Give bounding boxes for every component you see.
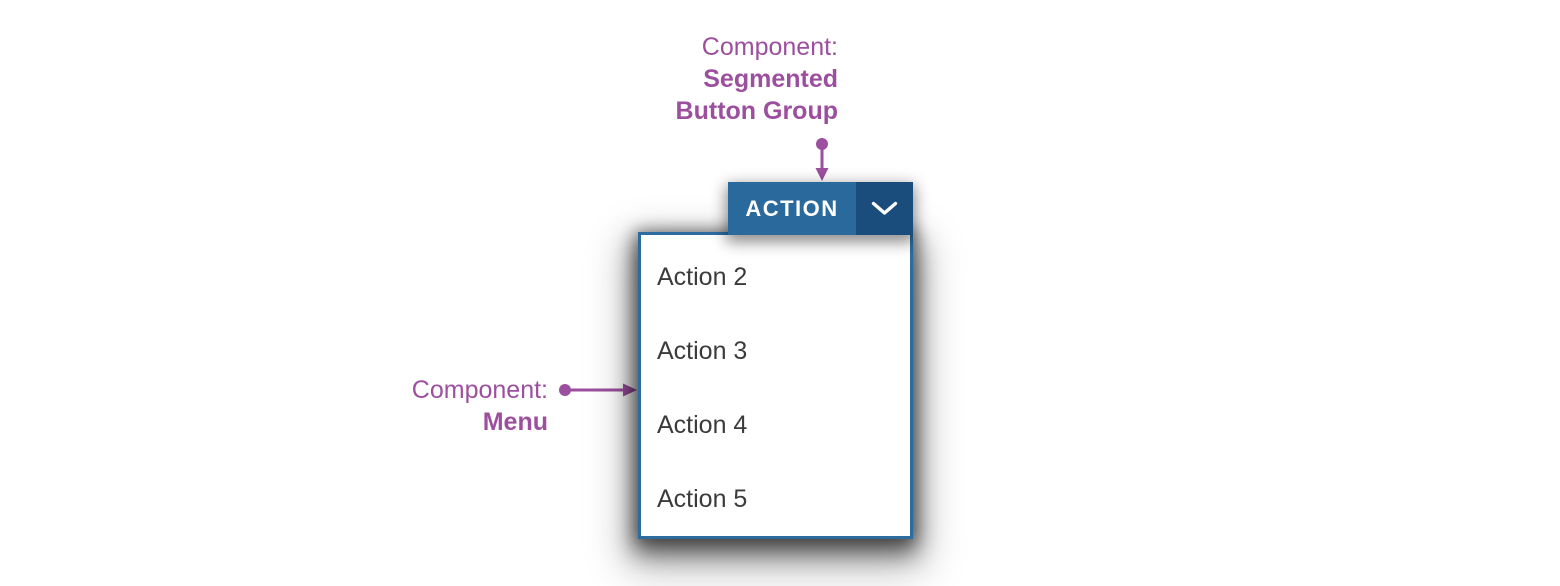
- annotation-prefix: Component:: [411, 376, 548, 404]
- dropdown-toggle-button[interactable]: [856, 182, 913, 235]
- action-button-label: ACTION: [745, 195, 839, 221]
- connector-arrow-right: [559, 383, 637, 397]
- dropdown-menu: Action 2 Action 3 Action 4 Action 5: [638, 232, 913, 539]
- annotation-prefix: Component:: [701, 33, 838, 61]
- annotation-component-name: Menu: [482, 408, 548, 436]
- menu-item[interactable]: Action 3: [641, 314, 910, 388]
- chevron-down-icon: [871, 201, 898, 215]
- menu-item[interactable]: Action 2: [641, 240, 910, 314]
- menu-item[interactable]: Action 4: [641, 388, 910, 462]
- connector-arrow-down: [815, 138, 829, 181]
- segmented-button-group: ACTION: [728, 182, 913, 235]
- annotation-menu: Component: Menu: [412, 374, 548, 438]
- menu-item-label: Action 5: [657, 484, 748, 513]
- menu-item[interactable]: Action 5: [641, 462, 910, 536]
- annotation-segmented-button-group: Component: Segmented Button Group: [676, 31, 838, 127]
- menu-item-label: Action 4: [657, 410, 748, 439]
- menu-item-label: Action 2: [657, 262, 748, 291]
- annotation-component-name-line2: Button Group: [675, 97, 838, 125]
- menu-item-label: Action 3: [657, 336, 748, 365]
- annotation-component-name-line1: Segmented: [703, 65, 838, 93]
- action-button[interactable]: ACTION: [728, 182, 856, 235]
